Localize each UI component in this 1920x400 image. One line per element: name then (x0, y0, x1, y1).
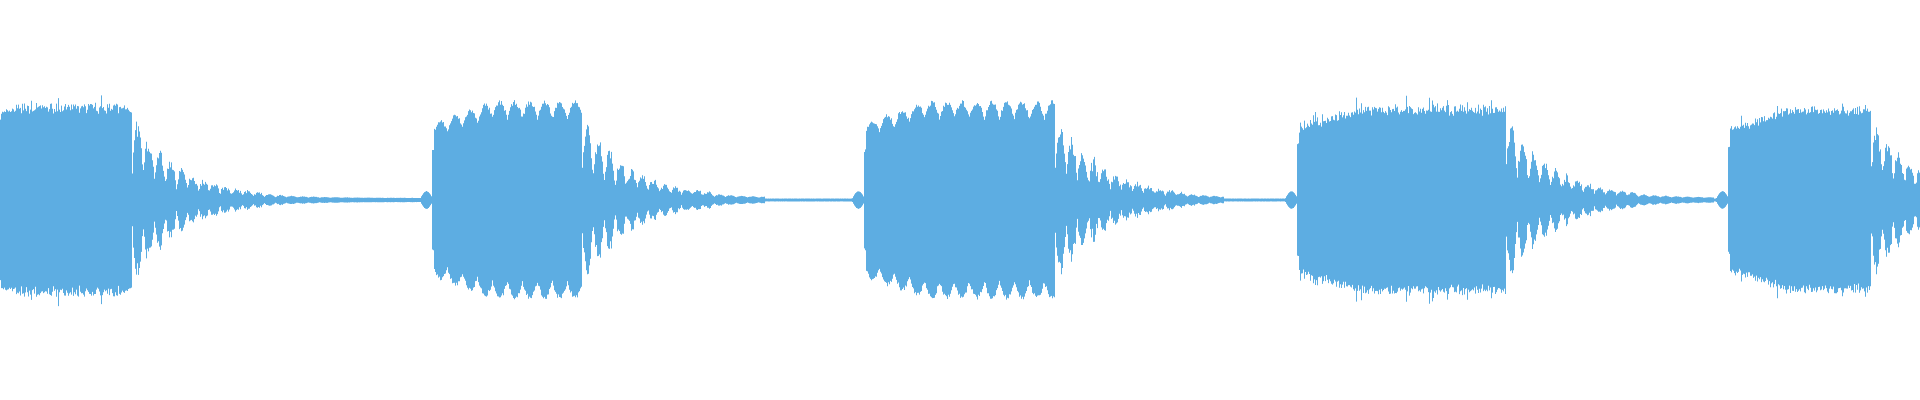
waveform-path (0, 95, 1920, 307)
